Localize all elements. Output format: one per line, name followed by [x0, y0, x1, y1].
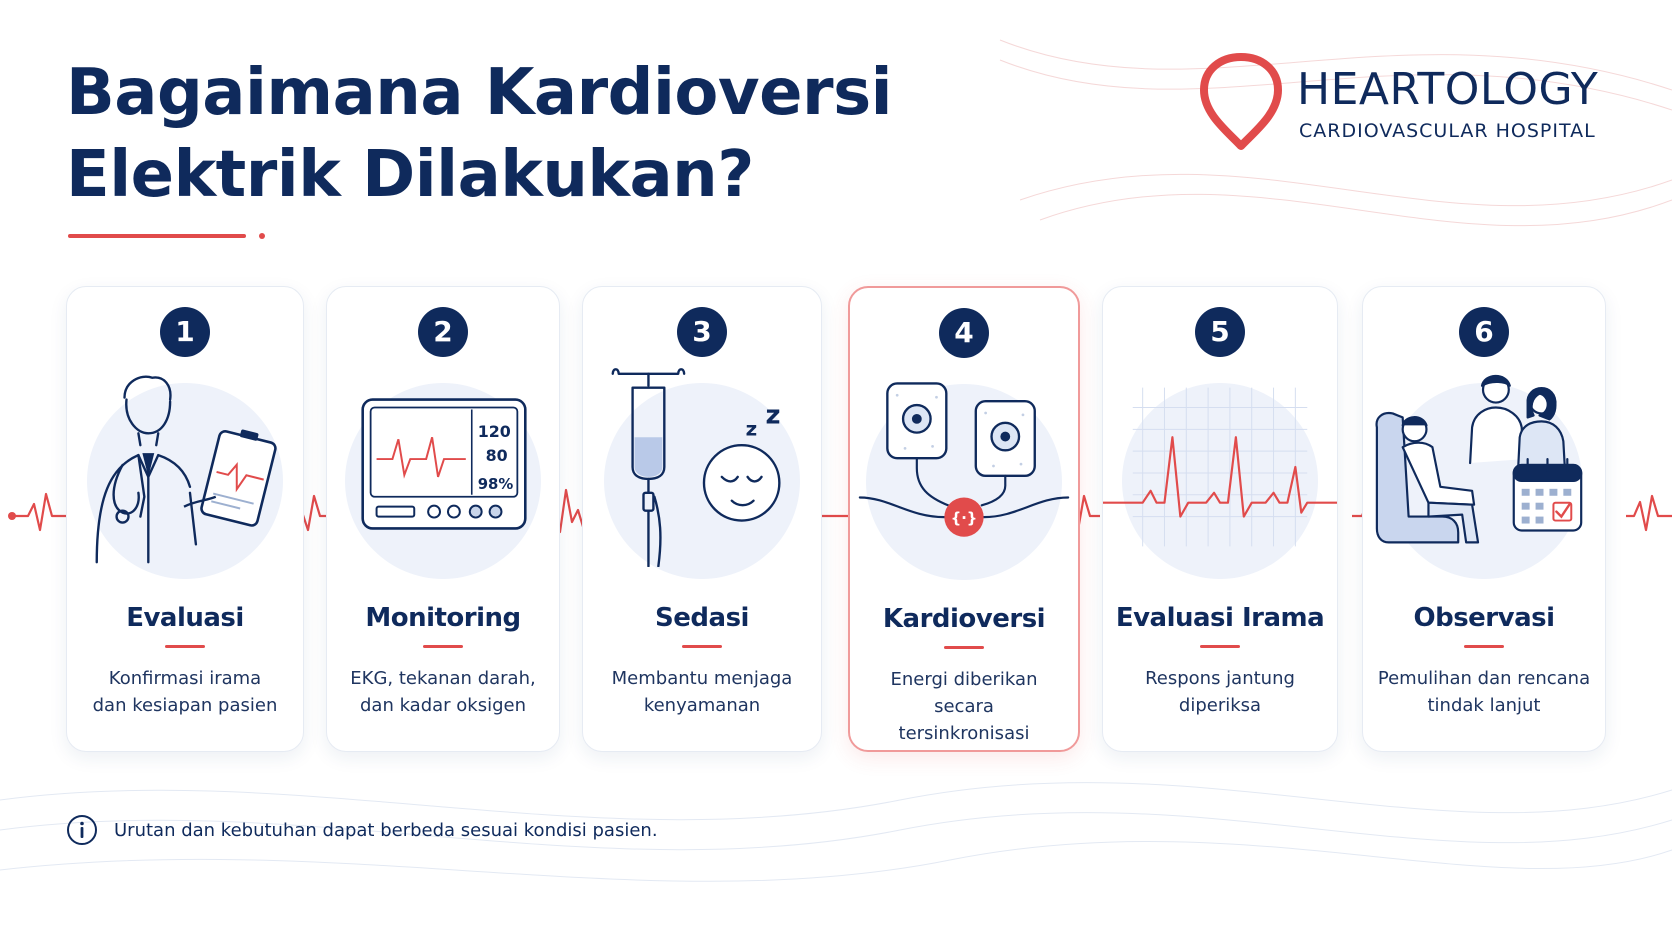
desc-line-2: dan kesiapan pasien — [92, 695, 278, 716]
desc-line-2: kenyamanan — [643, 695, 761, 716]
step-title: Evaluasi — [126, 603, 244, 633]
patient-monitor-icon: 120 80 98% — [361, 398, 527, 530]
step-number: 6 — [1459, 307, 1509, 357]
step-title: Monitoring — [365, 603, 521, 633]
step-title: Kardioversi — [882, 604, 1046, 634]
monitor-spo2: 98% — [478, 475, 514, 493]
step-card-4: 4 {·} Kardioversi Energi diberikan secar… — [848, 286, 1080, 752]
step-card-5: 5 Evaluasi Irama Respons jantung diperik… — [1102, 286, 1338, 752]
sleep-z-large: z — [765, 400, 780, 430]
info-icon — [67, 815, 97, 845]
monitor-bp-diastolic: 80 — [486, 446, 508, 465]
step-card-2: 2 120 80 98% Monitoring EKG, tekanan dar… — [326, 286, 560, 752]
heart-pin-icon — [1200, 53, 1282, 150]
step-divider — [944, 646, 984, 649]
svg-text:{·}: {·} — [951, 510, 978, 527]
desc-line-1: Konfirmasi irama — [108, 668, 262, 689]
step-number: 3 — [677, 307, 727, 357]
ecg-grid-icon — [1103, 387, 1337, 547]
desc-line-2: dan kadar oksigen — [359, 695, 527, 716]
footnote-text: Urutan dan kebutuhan dapat berbeda sesua… — [114, 820, 658, 841]
defibrillator-pads-icon: {·} — [858, 382, 1070, 537]
step-title: Observasi — [1413, 603, 1555, 633]
step-divider — [1464, 645, 1504, 648]
step-description: Pemulihan dan rencana tindak lanjut — [1377, 665, 1591, 719]
title-line-1: Bagaimana Kardioversi — [66, 56, 893, 130]
step-card-3: 3 z z Sedasi Membantu menjaga kenyamanan — [582, 286, 822, 752]
step-card-6: 6 Observasi Pemulihan dan renc — [1362, 286, 1606, 752]
step-title: Sedasi — [655, 603, 749, 633]
desc-line-1: EKG, tekanan darah, — [350, 668, 536, 689]
page-title: Bagaimana Kardioversi Elektrik Dilakukan… — [66, 52, 1026, 216]
step-description: Konfirmasi irama dan kesiapan pasien — [81, 665, 289, 719]
step-number: 4 — [939, 308, 989, 358]
monitor-bp-systolic: 120 — [478, 422, 511, 441]
step-number: 5 — [1195, 307, 1245, 357]
step-number: 2 — [418, 307, 468, 357]
recovery-family-calendar-icon — [1375, 374, 1583, 544]
desc-line-2: diperiksa — [1178, 695, 1262, 716]
step-divider — [1200, 645, 1240, 648]
step-divider — [682, 645, 722, 648]
desc-line-1: Respons jantung — [1145, 668, 1295, 689]
doctor-clipboard-icon — [95, 375, 277, 564]
step-divider — [423, 645, 463, 648]
title-line-2: Elektrik Dilakukan? — [66, 138, 754, 212]
desc-line-1: Energi diberikan secara — [890, 669, 1038, 717]
step-description: EKG, tekanan darah, dan kadar oksigen — [341, 665, 545, 719]
step-number: 1 — [160, 307, 210, 357]
step-divider — [165, 645, 205, 648]
desc-line-2: tersinkronisasi — [898, 723, 1030, 744]
desc-line-1: Membantu menjaga — [611, 668, 793, 689]
desc-line-1: Pemulihan dan rencana — [1377, 668, 1591, 689]
hospital-logo: HEARTOLOGY CARDIOVASCULAR HOSPITAL — [1198, 52, 1628, 152]
step-description: Membantu menjaga kenyamanan — [597, 665, 807, 719]
logo-subtitle: CARDIOVASCULAR HOSPITAL — [1299, 120, 1596, 142]
desc-line-2: tindak lanjut — [1427, 695, 1541, 716]
sleep-z-small: z — [746, 417, 758, 440]
step-card-1: 1 Evaluasi Konfirmasi irama dan kesiapan… — [66, 286, 304, 752]
title-underline — [68, 234, 246, 238]
logo-name: HEARTOLOGY — [1297, 64, 1599, 115]
title-dot — [259, 233, 265, 239]
step-title: Evaluasi Irama — [1115, 603, 1325, 633]
illustration-backdrop — [1122, 383, 1318, 579]
step-description: Energi diberikan secara tersinkronisasi — [864, 666, 1064, 747]
step-description: Respons jantung diperiksa — [1117, 665, 1323, 719]
iv-sleep-icon: z z — [611, 368, 781, 567]
